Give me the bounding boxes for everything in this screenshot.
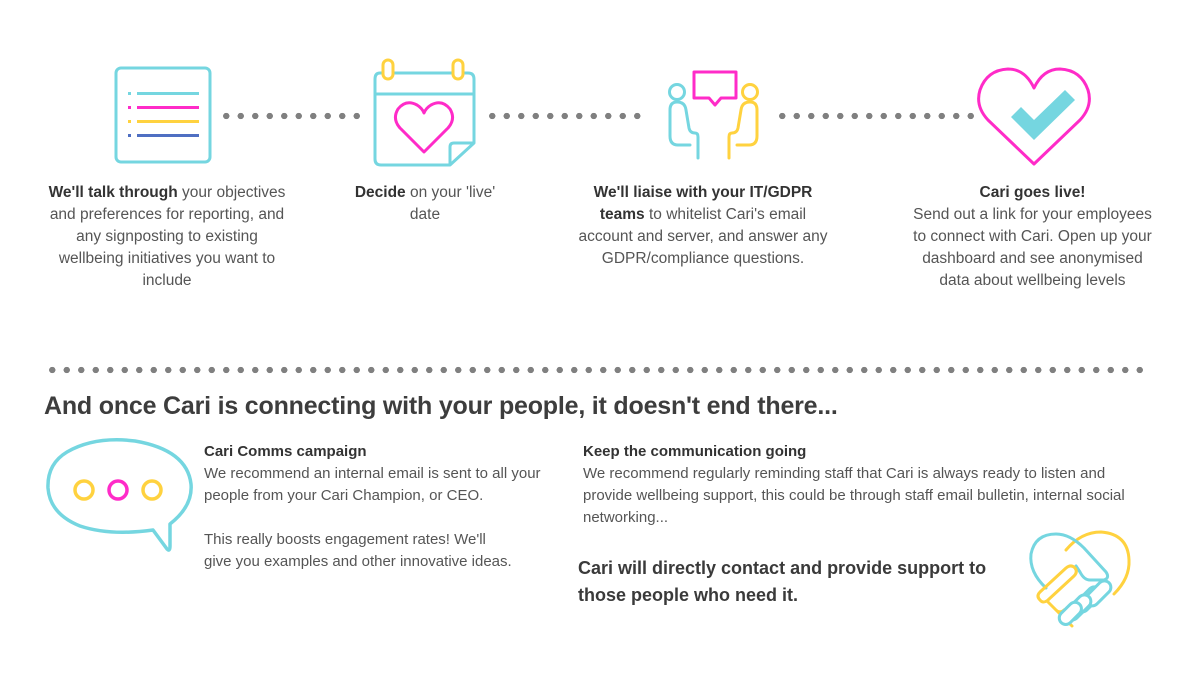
step-4-description: Cari goes live! Send out a link for your … (905, 182, 1160, 292)
step-3-bold: We'll liaise with your IT/GDPR teams (593, 184, 813, 223)
list-document-icon (113, 66, 213, 166)
heart-check-icon (974, 64, 1094, 169)
section-heading: And once Cari is connecting with your pe… (44, 392, 838, 420)
conversation-people-icon (660, 70, 770, 162)
keep-communication-block: Keep the communication going We recommen… (583, 441, 1153, 529)
calendar-heart-icon (372, 55, 477, 170)
connector-dots (219, 112, 364, 120)
comms-campaign-block: Cari Comms campaign We recommend an inte… (204, 441, 544, 573)
speech-bubble-icon (45, 436, 195, 556)
step-4-bold: Cari goes live! (979, 184, 1086, 201)
comms-campaign-body: We recommend an internal email is sent t… (204, 465, 541, 504)
connector-dots (485, 112, 645, 120)
step-1-bold: We'll talk through (48, 184, 178, 201)
step-2-description: Decide on your 'live' date (350, 182, 500, 226)
step-4-text: Send out a link for your employees to co… (913, 206, 1152, 289)
connector-dots (775, 112, 975, 120)
step-1-description: We'll talk through your objectives and p… (42, 182, 292, 292)
step-1-text: your objectives and preferences for repo… (49, 184, 286, 289)
section-divider-dots (45, 366, 1148, 374)
comms-campaign-body-2: This really boosts engagement rates! We'… (204, 531, 512, 570)
keep-communication-title: Keep the communication going (583, 443, 807, 460)
support-callout: Cari will directly contact and provide s… (578, 558, 987, 605)
step-2-text: on your 'live' date (405, 184, 496, 223)
handshake-heart-icon (1026, 528, 1136, 630)
step-3-description: We'll liaise with your IT/GDPR teams to … (572, 182, 834, 270)
step-2-bold: Decide (354, 184, 406, 201)
keep-communication-body: We recommend regularly reminding staff t… (583, 465, 1125, 526)
step-3-text: to whitelist Cari's email account and se… (578, 206, 828, 267)
comms-campaign-title: Cari Comms campaign (204, 443, 367, 460)
